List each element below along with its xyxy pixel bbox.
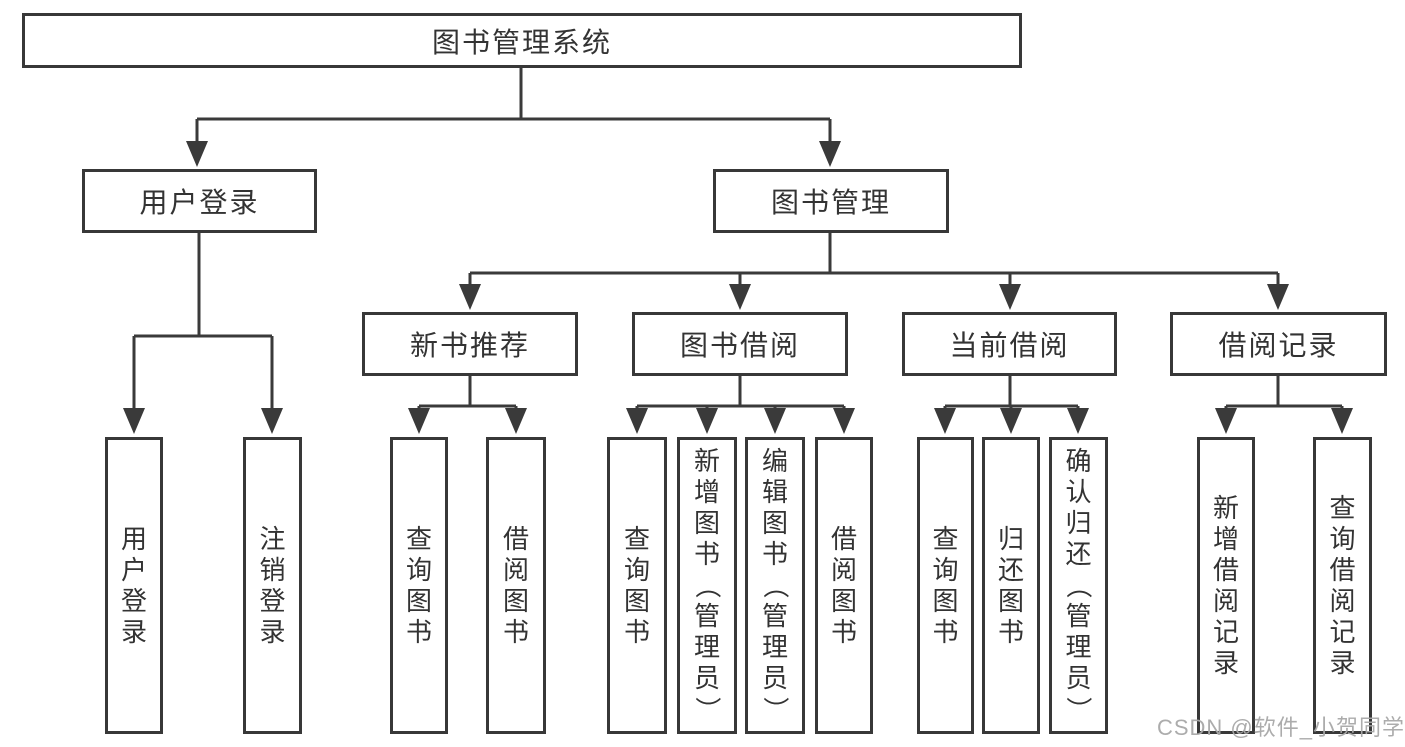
leaf-borrow-books-recommend: 借阅图书 [486, 437, 546, 734]
leaf-add-borrow-record: 新增借阅记录 [1197, 437, 1255, 734]
arrowhead-icons [123, 141, 1353, 434]
leaf-confirm-return-admin: 确认归还（管理员） [1049, 437, 1108, 734]
leaf-logout: 注销登录 [243, 437, 302, 734]
leaf-query-borrow-record: 查询借阅记录 [1313, 437, 1372, 734]
watermark: CSDN @软件_小贺同学 [1156, 715, 1405, 740]
node-borrowing-records: 借阅记录 [1170, 312, 1387, 376]
leaf-add-books-admin: 新增图书（管理员） [677, 437, 737, 734]
leaf-query-books-current: 查询图书 [917, 437, 974, 734]
leaf-borrow-books: 借阅图书 [815, 437, 873, 734]
node-root-system: 图书管理系统 [22, 13, 1022, 68]
node-book-management: 图书管理 [713, 169, 949, 233]
leaf-query-books-borrowing: 查询图书 [607, 437, 667, 734]
node-current-borrowing: 当前借阅 [902, 312, 1117, 376]
leaf-query-books-recommend: 查询图书 [390, 437, 448, 734]
node-new-book-recommend: 新书推荐 [362, 312, 578, 376]
leaf-user-login: 用户登录 [105, 437, 163, 734]
leaf-edit-books-admin: 编辑图书（管理员） [745, 437, 805, 734]
node-user-login: 用户登录 [82, 169, 317, 233]
node-book-borrowing: 图书借阅 [632, 312, 848, 376]
leaf-return-books: 归还图书 [982, 437, 1040, 734]
